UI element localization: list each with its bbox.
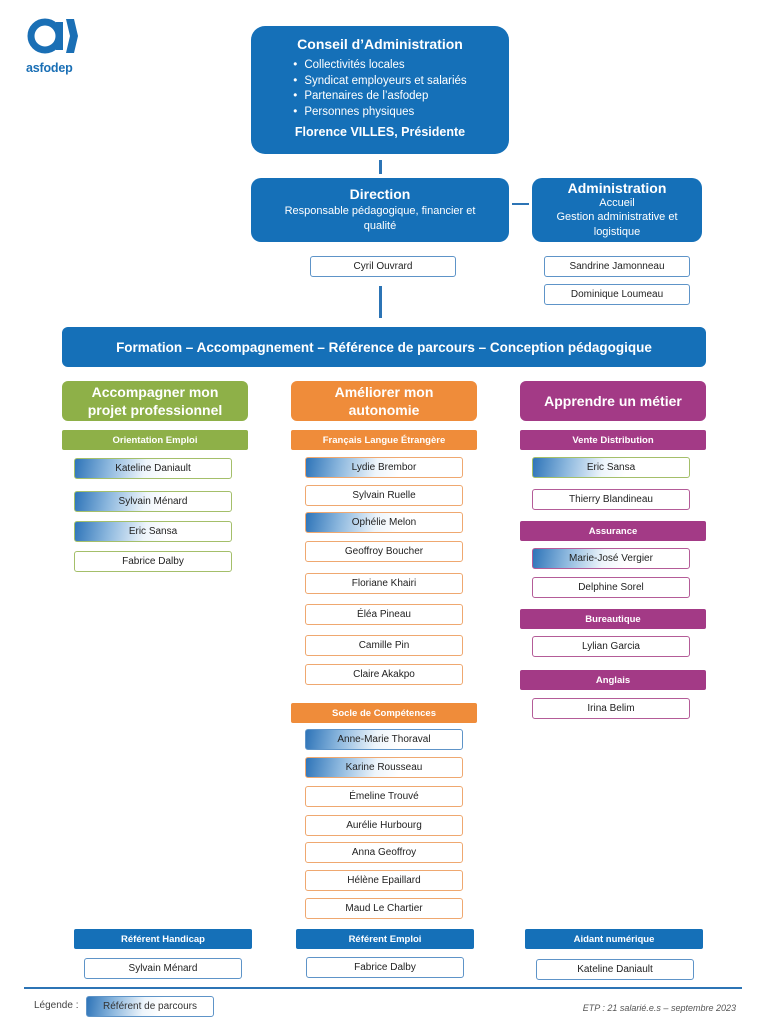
person-card: Sylvain Ménard: [74, 491, 232, 512]
asfodep-logo: asfodep: [26, 15, 86, 75]
person-card: Hélène Epaillard: [305, 870, 463, 891]
administration-line1: Accueil: [599, 197, 635, 209]
column-header: Apprendre un métier: [520, 381, 706, 421]
role-person: Kateline Daniault: [536, 959, 694, 980]
column-header: Améliorer mon autonomie: [291, 381, 477, 421]
board-member-item: Partenaires de l’asfodep: [293, 89, 466, 105]
person-card: Anne-Marie Thoraval: [305, 729, 463, 750]
administration-line2: Gestion administrative et logistique: [556, 211, 678, 238]
legend-referent-sample: Référent de parcours: [86, 996, 214, 1017]
person-card: Ophélie Melon: [305, 512, 463, 533]
board-title: Conseil d’Administration: [297, 36, 463, 52]
logo-mark-icon: [27, 18, 78, 54]
role-person: Sylvain Ménard: [84, 958, 242, 979]
administration-person: Sandrine Jamonneau: [544, 256, 690, 277]
footer-note: ETP : 21 salarié.e.s – septembre 2023: [582, 1003, 736, 1013]
section-header: Français Langue Étrangère: [291, 430, 477, 450]
person-card: Maud Le Chartier: [305, 898, 463, 919]
person-card: Émeline Trouvé: [305, 786, 463, 807]
direction-box: Direction Responsable pédagogique, finan…: [251, 178, 509, 242]
footer-divider: [24, 987, 742, 989]
logo-text: asfodep: [26, 61, 73, 75]
direction-person: Cyril Ouvrard: [310, 256, 456, 277]
column-header: Accompagner mon projet professionnel: [62, 381, 248, 421]
person-card: Geoffroy Boucher: [305, 541, 463, 562]
person-card: Anna Geoffroy: [305, 842, 463, 863]
connector-line: [379, 286, 382, 318]
connector-line: [379, 160, 382, 174]
person-card: Lylian Garcia: [532, 636, 690, 657]
person-card: Sylvain Ruelle: [305, 485, 463, 506]
section-header: Bureautique: [520, 609, 706, 629]
section-header: Orientation Emploi: [62, 430, 248, 450]
section-header: Socle de Compétences: [291, 703, 477, 723]
board-box: Conseil d’Administration Collectivités l…: [251, 26, 509, 154]
person-card: Irina Belim: [532, 698, 690, 719]
person-card: Delphine Sorel: [532, 577, 690, 598]
board-member-item: Personnes physiques: [293, 105, 466, 121]
person-card: Floriane Khairi: [305, 573, 463, 594]
person-card: Karine Rousseau: [305, 757, 463, 778]
direction-title: Direction: [349, 186, 411, 202]
person-card: Fabrice Dalby: [74, 551, 232, 572]
person-card: Eric Sansa: [532, 457, 690, 478]
board-president: Florence VILLES, Présidente: [294, 125, 466, 139]
administration-person: Dominique Loumeau: [544, 284, 690, 305]
person-card: Eric Sansa: [74, 521, 232, 542]
role-person: Fabrice Dalby: [306, 957, 464, 978]
section-header: Assurance: [520, 521, 706, 541]
administration-box: Administration Accueil Gestion administr…: [532, 178, 702, 242]
person-card: Lydie Brembor: [305, 457, 463, 478]
person-card: Kateline Daniault: [74, 458, 232, 479]
role-header-numerique: Aidant numérique: [525, 929, 703, 949]
board-members-list: Collectivités localesSyndicat employeurs…: [293, 58, 466, 120]
person-card: Claire Akakpo: [305, 664, 463, 685]
person-card: Thierry Blandineau: [532, 489, 690, 510]
connector-line: [512, 203, 529, 205]
person-card: Aurélie Hurbourg: [305, 815, 463, 836]
role-header-handicap: Référent Handicap: [74, 929, 252, 949]
mission-banner: Formation – Accompagnement – Référence d…: [62, 327, 706, 367]
section-header: Vente Distribution: [520, 430, 706, 450]
role-header-emploi: Référent Emploi: [296, 929, 474, 949]
section-header: Anglais: [520, 670, 706, 690]
person-card: Marie-José Vergier: [532, 548, 690, 569]
legend-label: Légende :: [34, 1000, 79, 1011]
administration-title: Administration: [567, 180, 667, 196]
board-member-item: Collectivités locales: [293, 58, 466, 74]
mission-banner-text: Formation – Accompagnement – Référence d…: [116, 339, 652, 355]
person-card: Camille Pin: [305, 635, 463, 656]
person-card: Éléa Pineau: [305, 604, 463, 625]
direction-description: Responsable pédagogique, financier et qu…: [284, 205, 476, 232]
board-member-item: Syndicat employeurs et salariés: [293, 74, 466, 90]
